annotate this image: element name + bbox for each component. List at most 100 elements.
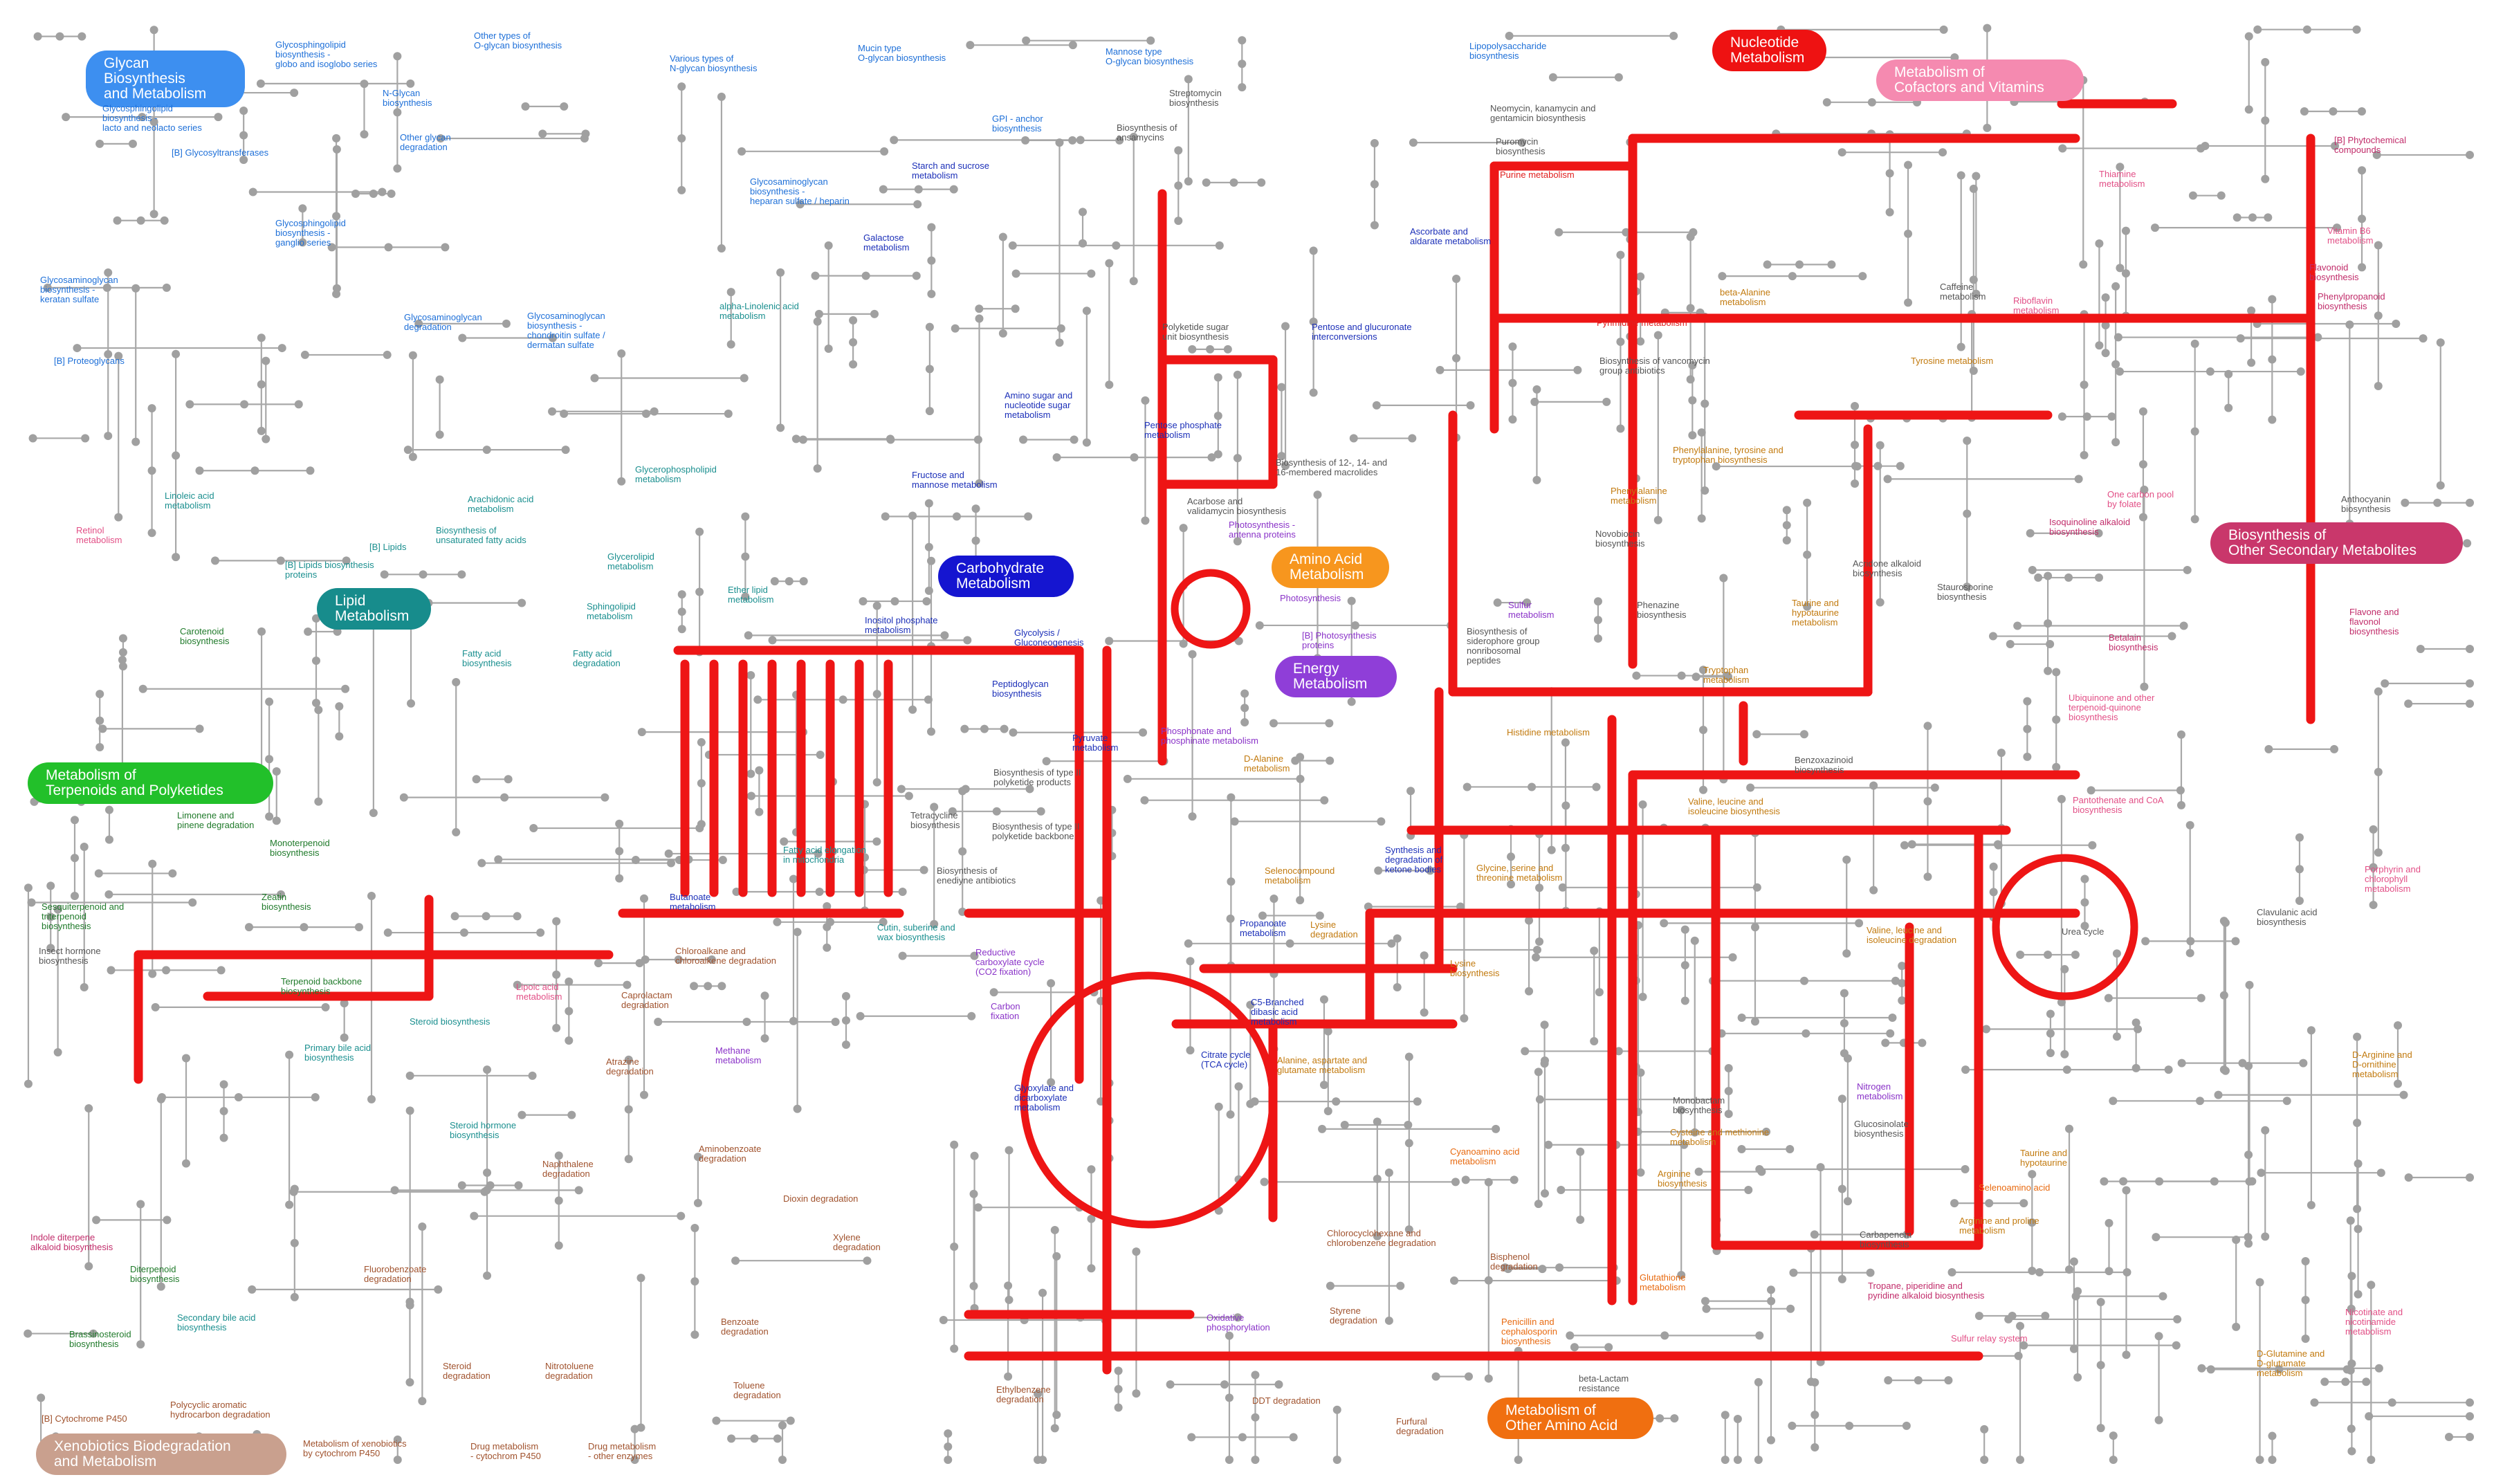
compound-node[interactable] <box>332 145 341 154</box>
compound-node[interactable] <box>1632 671 1641 680</box>
compound-node[interactable] <box>419 570 428 579</box>
tca-cycle[interactable] <box>1020 971 1277 1229</box>
compound-node[interactable] <box>2052 668 2061 677</box>
label-glycosphingolipid-lacto[interactable]: Glycosphingolipid biosynthesis - lacto a… <box>102 103 202 133</box>
compound-node[interactable] <box>1752 730 1761 739</box>
compound-node[interactable] <box>1858 272 1867 281</box>
compound-node[interactable] <box>1223 345 1232 354</box>
compound-node[interactable] <box>1087 269 1096 278</box>
label-steroid-degradation[interactable]: Steroid degradation <box>443 1361 490 1381</box>
compound-node[interactable] <box>849 360 858 369</box>
compound-node[interactable] <box>2245 980 2254 989</box>
compound-node[interactable] <box>327 243 336 252</box>
compound-node[interactable] <box>1493 598 1502 607</box>
compound-node[interactable] <box>1876 598 1885 607</box>
compound-node[interactable] <box>969 1281 978 1290</box>
compound-node[interactable] <box>863 1256 872 1265</box>
compound-node[interactable] <box>298 204 307 213</box>
compound-node[interactable] <box>1370 221 1379 230</box>
category-secondary[interactable]: Biosynthesis of Other Secondary Metaboli… <box>2210 522 2463 564</box>
compound-node[interactable] <box>1251 1413 1260 1422</box>
compound-node[interactable] <box>2105 1267 2114 1276</box>
compound-node[interactable] <box>399 793 408 802</box>
category-lipid[interactable]: Lipid Metabolism <box>317 588 431 630</box>
label-alpha-linolenic[interactable]: alpha-Linolenic acid metabolism <box>719 301 799 321</box>
compound-node[interactable] <box>504 775 513 784</box>
compound-node[interactable] <box>450 912 459 921</box>
compound-node[interactable] <box>1188 650 1197 659</box>
compound-node[interactable] <box>1904 161 1913 170</box>
compound-node[interactable] <box>1184 177 1193 186</box>
compound-node[interactable] <box>248 1285 257 1294</box>
compound-node[interactable] <box>2367 1281 2376 1290</box>
compound-node[interactable] <box>2026 529 2035 538</box>
compound-node[interactable] <box>2374 848 2383 857</box>
compound-node[interactable] <box>2034 573 2043 582</box>
compound-node[interactable] <box>1873 461 1882 470</box>
compound-node[interactable] <box>1005 1295 1014 1304</box>
label-various-n-glycan[interactable]: Various types of N-glycan biosynthesis <box>670 53 758 73</box>
compound-node[interactable] <box>2255 1456 2264 1464</box>
compound-node[interactable] <box>2112 949 2121 958</box>
compound-node[interactable] <box>1636 1168 1645 1177</box>
compound-node[interactable] <box>879 917 888 926</box>
compound-node[interactable] <box>1782 536 1791 545</box>
compound-node[interactable] <box>482 1186 491 1195</box>
compound-node[interactable] <box>1816 1163 1825 1172</box>
compound-node[interactable] <box>674 955 683 964</box>
compound-node[interactable] <box>1694 1167 1703 1176</box>
compound-node[interactable] <box>1902 1421 1911 1430</box>
compound-node[interactable] <box>33 32 42 41</box>
compound-node[interactable] <box>2264 213 2273 222</box>
compound-node[interactable] <box>565 1036 574 1045</box>
compound-node[interactable] <box>2065 1124 2074 1133</box>
compound-node[interactable] <box>234 1093 243 1102</box>
compound-node[interactable] <box>677 134 686 143</box>
label-porphyrin[interactable]: Porphyrin and chlorophyll metabolism <box>2365 864 2421 894</box>
compound-node[interactable] <box>517 598 526 607</box>
compound-node[interactable] <box>1827 260 1836 269</box>
compound-node[interactable] <box>1024 512 1033 521</box>
label-ketone-bodies[interactable]: Synthesis and degradation of ketone bodi… <box>1385 845 1443 874</box>
compound-node[interactable] <box>1762 1127 1771 1136</box>
compound-node[interactable] <box>925 365 934 374</box>
compound-node[interactable] <box>1347 697 1356 706</box>
compound-node[interactable] <box>195 724 204 733</box>
compound-node[interactable] <box>340 999 349 1008</box>
compound-node[interactable] <box>172 349 181 358</box>
compound-node[interactable] <box>1786 1304 1795 1313</box>
compound-node[interactable] <box>2295 833 2304 842</box>
compound-node[interactable] <box>1956 171 1965 180</box>
compound-node[interactable] <box>1452 354 1461 363</box>
compound-node[interactable] <box>1898 996 1907 1005</box>
compound-node[interactable] <box>2217 191 2226 200</box>
compound-node[interactable] <box>1525 987 1534 996</box>
compound-node[interactable] <box>1393 934 1402 943</box>
compound-node[interactable] <box>457 570 466 579</box>
compound-node[interactable] <box>1207 453 1216 462</box>
compound-node[interactable] <box>1680 961 1689 970</box>
compound-node[interactable] <box>664 849 673 858</box>
compound-node[interactable] <box>2109 1456 2118 1464</box>
compound-node[interactable] <box>2224 403 2233 412</box>
compound-node[interactable] <box>53 1048 62 1057</box>
compound-node[interactable] <box>1332 1456 1341 1464</box>
label-n-glycan[interactable]: N-Glycan biosynthesis <box>383 88 432 108</box>
compound-node[interactable] <box>1011 269 1020 278</box>
compound-node[interactable] <box>1851 479 1860 488</box>
compound-node[interactable] <box>435 430 444 439</box>
compound-node[interactable] <box>1087 1264 1096 1273</box>
compound-node[interactable] <box>975 314 984 323</box>
label-urea-cycle[interactable]: Urea cycle <box>2062 926 2105 937</box>
compound-node[interactable] <box>1238 1433 1247 1442</box>
compound-node[interactable] <box>1558 883 1567 892</box>
urea-cycle-ring[interactable] <box>1992 854 2138 1000</box>
compound-node[interactable] <box>118 634 127 643</box>
compound-node[interactable] <box>306 466 315 475</box>
compound-node[interactable] <box>975 479 984 488</box>
compound-node[interactable] <box>1277 452 1286 461</box>
compound-node[interactable] <box>930 803 939 812</box>
compound-node[interactable] <box>552 970 561 979</box>
compound-node[interactable] <box>2374 1364 2383 1373</box>
compound-node[interactable] <box>340 1033 349 1042</box>
